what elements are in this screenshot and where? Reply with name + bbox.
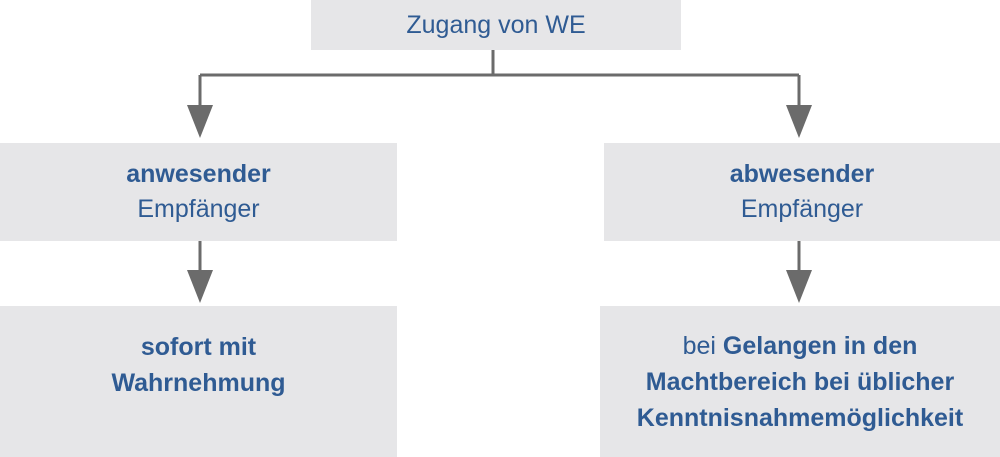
absent-recipient-result-node: bei Gelangen in den Machtbereich bei übl… [600, 306, 1000, 457]
present-recipient-subheading: Empfänger [137, 195, 260, 223]
present-recipient-heading: anwesender [126, 160, 271, 188]
absent-recipient-subheading: Empfänger [740, 195, 864, 223]
arrowhead-right-lower [786, 270, 812, 303]
absent-recipient-node: abwesender Empfänger [604, 143, 1000, 241]
present-recipient-result-node: sofort mit Wahrnehmung [0, 306, 397, 457]
arrowhead-left-lower [187, 270, 213, 303]
absent-result-line-3: Kenntnisnahmemöglichkeit [636, 403, 964, 432]
absent-result-line-2: Machtbereich bei üblicher [645, 367, 955, 396]
present-result-line-2: Wahrnehmung [111, 368, 286, 397]
absent-recipient-heading: abwesender [729, 160, 875, 188]
arrowhead-right-upper [786, 105, 812, 138]
absent-result-prefix: bei [682, 331, 723, 360]
absent-result-line-1-bold: Gelangen in den [722, 331, 918, 360]
root-node: Zugang von WE [311, 0, 681, 50]
arrowhead-left-upper [187, 105, 213, 138]
root-node-label: Zugang von WE [406, 10, 586, 39]
present-recipient-node: anwesender Empfänger [0, 143, 397, 241]
absent-result-line-1: bei Gelangen in den [683, 328, 918, 364]
present-result-line-1: sofort mit [140, 332, 257, 361]
